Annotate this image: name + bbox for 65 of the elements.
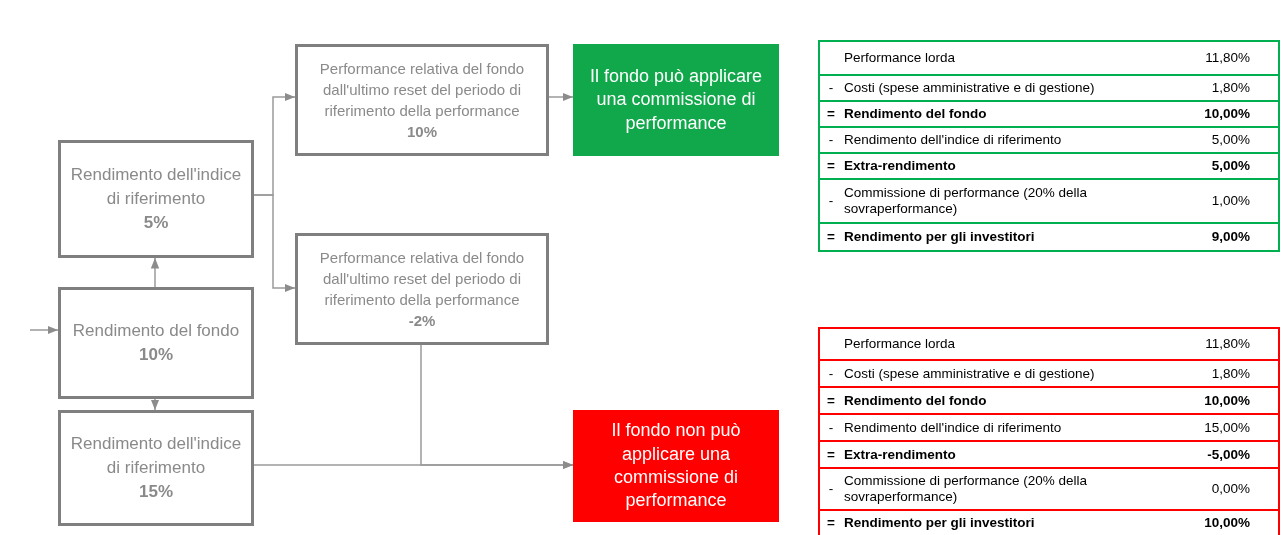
operator-cell-text: =: [826, 158, 836, 174]
value-cell-text: 10,00%: [1203, 106, 1250, 122]
percentage-value: 10%: [406, 122, 438, 142]
percentage-value: 15%: [138, 480, 174, 503]
arrow: [253, 194, 296, 293]
process-box: [58, 410, 254, 526]
outcome-box: [573, 410, 779, 522]
row-label: Rendimento dell'indice di riferimento: [844, 419, 1063, 436]
operator-cell-text: =: [826, 446, 836, 463]
value-cell-text: -5,00%: [1206, 446, 1250, 463]
row-label: Rendimento per gli investitori: [844, 515, 1036, 531]
value-cell-text: 10,00%: [1203, 515, 1250, 531]
outcome-box: [573, 44, 779, 156]
value-cell-text: 0,00%: [1210, 481, 1250, 497]
box-text: Rendimento dell'indice di riferimento: [69, 433, 243, 480]
process-box: [58, 287, 254, 399]
value-cell-text: 11,80%: [1204, 336, 1250, 352]
process-box: [58, 140, 254, 258]
operator-cell-text: -: [827, 193, 835, 209]
arrow: [150, 257, 160, 288]
operator-cell-text: -: [827, 365, 835, 382]
percentage-value: -2%: [407, 311, 437, 331]
operator-cell-text: -: [827, 419, 835, 436]
value-cell-text: 15,00%: [1203, 419, 1250, 436]
value-cell-text: 1,00%: [1210, 193, 1250, 209]
arrow: [150, 398, 160, 411]
box-text: Il fondo non può applicare una commissione di performance: [610, 419, 742, 513]
value-cell-text: 5,00%: [1210, 132, 1250, 148]
arrow: [253, 460, 574, 470]
operator-cell-text: -: [827, 132, 835, 148]
process-box: [295, 44, 549, 156]
box-text: Performance relativa del fondo dall'ultimo reset del periodo di riferimento della performance: [318, 59, 526, 121]
row-label: Costi (spese amministrative e di gestione): [844, 80, 1096, 96]
arrow: [548, 92, 574, 102]
row-label: Commissione di performance (20% della sovraperformance): [844, 185, 1089, 217]
operator-cell-text: -: [827, 80, 835, 96]
box-text: Rendimento dell'indice di riferimento: [69, 164, 243, 211]
row-label: Commissione di performance (20% della sovraperformance): [844, 473, 1089, 505]
percentage-value: 10%: [138, 344, 174, 366]
operator-cell-text: =: [826, 392, 836, 409]
row-label: Rendimento dell'indice di riferimento: [844, 132, 1063, 148]
operator-cell-text: =: [826, 515, 836, 531]
row-label: Performance lorda: [844, 50, 957, 66]
value-cell-text: 1,80%: [1210, 365, 1250, 382]
value-cell-text: 9,00%: [1210, 229, 1250, 245]
box-text: Performance relativa del fondo dall'ultimo reset del periodo di riferimento della performance: [318, 248, 526, 310]
operator-cell-text: =: [826, 106, 836, 122]
box-text: Il fondo può applicare una commissione di performance: [588, 64, 764, 135]
arrow: [29, 325, 59, 335]
percentage-value: 5%: [142, 211, 170, 234]
value-cell-text: 5,00%: [1210, 158, 1250, 174]
row-label: Rendimento del fondo: [844, 106, 988, 122]
process-box: [295, 233, 549, 345]
value-cell-text: 1,80%: [1210, 80, 1250, 96]
row-label: Rendimento per gli investitori: [844, 229, 1036, 245]
value-cell-text: 10,00%: [1203, 392, 1250, 409]
row-label: Extra-rendimento: [844, 446, 957, 463]
operator-cell-text: =: [826, 229, 836, 245]
row-label: Costi (spese amministrative e di gestione): [844, 365, 1096, 382]
box-text: Rendimento del fondo: [71, 320, 241, 343]
row-label: Performance lorda: [844, 336, 957, 352]
value-cell-text: 11,80%: [1204, 50, 1250, 66]
row-label: Rendimento del fondo: [844, 392, 988, 409]
row-label: Extra-rendimento: [844, 158, 957, 174]
operator-cell-text: -: [827, 481, 835, 497]
